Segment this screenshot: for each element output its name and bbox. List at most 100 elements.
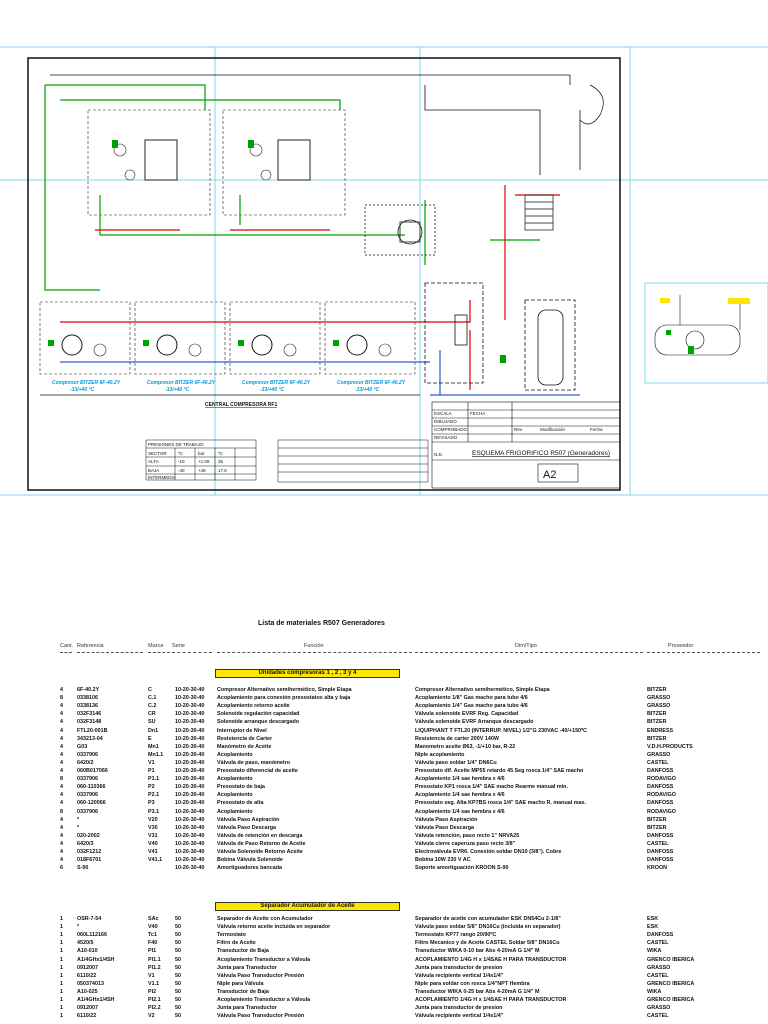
brand-cell: C.1	[148, 695, 157, 702]
qty-cell: 4	[60, 719, 63, 726]
series-cell: 50	[175, 948, 181, 955]
supplier-cell: BITZER	[647, 687, 667, 693]
reference-cell: FTL20-001B	[77, 727, 108, 734]
brand-cell: CR	[148, 711, 156, 718]
compressor-captions: Compresor BITZER 6F-40.2Y Compresor BITZ…	[52, 380, 406, 393]
compressor-label-2: Compresor BITZER 6F-40.2Y	[147, 380, 216, 386]
dimension-cell: Acoplamiento 1/4 sae hembra x 4/6	[415, 776, 505, 783]
reference-cell: 0912007	[77, 964, 98, 971]
function-cell: Amortiguadores bancada	[217, 865, 283, 872]
supplier-cell: GRASSO	[647, 703, 671, 710]
dimension-cell: ACOPLAMIENTO 1/4G H x 1/4SAE H PARA TRAN…	[415, 956, 567, 963]
qty-cell: 1	[60, 988, 63, 995]
function-cell: Acoplamiento	[217, 808, 253, 815]
brand-cell: F40	[148, 940, 158, 947]
dimension-cell: Presostato dif. Aceite MP55 retardo 45 S…	[415, 768, 584, 774]
qty-cell: 4	[60, 816, 63, 823]
section-header-compressors: Unidades compresoras 1 , 2 , 3 y 4	[215, 669, 400, 678]
black-pipes	[40, 74, 581, 396]
detail-drawing	[654, 295, 741, 356]
qty-cell: 4	[60, 703, 63, 710]
dimension-cell: Válvula solenoide EVRF Reg. Capacidad	[415, 711, 519, 718]
field-fecha: FECHA	[470, 411, 485, 416]
rev-col-rev: Rev.	[514, 427, 523, 432]
brand-cell: P3	[148, 800, 155, 807]
green-pipes	[44, 84, 540, 291]
compressor-sublabel-4: -33/+40 °C	[355, 387, 379, 393]
series-cell: 50	[175, 916, 181, 922]
dimension-cell: Niple acoplamiento	[415, 751, 465, 758]
drawing-main-title: ESQUEMA FRIGORIFICO R507 (Generadores)	[472, 450, 610, 457]
supplier-cell: GRASSO	[647, 1005, 671, 1012]
brand-cell: PI1	[148, 948, 157, 955]
reference-cell: A10-010	[77, 948, 98, 955]
supplier-cell: BITZER	[647, 816, 667, 823]
series-cell: 10-20-30-40	[175, 759, 205, 766]
brand-cell: P2	[148, 784, 155, 791]
function-cell: Válvula Paso Descarga	[217, 824, 277, 831]
brand-cell: V40	[148, 840, 158, 847]
qty-cell: 1	[60, 948, 63, 955]
supplier-cell: KROON	[647, 865, 668, 872]
reference-cell: 050374013	[77, 980, 104, 987]
qty-cell: 8	[60, 695, 63, 702]
brand-cell: SAc	[148, 916, 159, 922]
rev-col-mod: Modificación	[540, 427, 566, 432]
supplier-cell: DANFOSS	[647, 832, 674, 839]
brand-cell: V1	[148, 972, 155, 979]
qty-cell: 8	[60, 808, 63, 815]
series-cell: 10-20-30-40	[175, 711, 205, 718]
pressure-row-alta: ALTA	[148, 459, 159, 464]
reference-cell: 6F-40.2Y	[77, 687, 100, 693]
series-cell: 50	[175, 924, 181, 931]
pressure-cell: +48	[198, 468, 206, 473]
series-cell: 50	[175, 956, 181, 963]
dimension-cell: Junta para transductor de presion	[415, 1005, 503, 1012]
dimension-cell: Electroválvula EVR6. Conexión soldar DN1…	[415, 849, 562, 855]
reference-cell: 018F6701	[77, 857, 102, 864]
detail-green-markers	[666, 330, 694, 354]
supplier-cell: WIKA	[647, 948, 662, 955]
reference-cell: 343213-04	[77, 735, 103, 742]
col-header-marca: Marca	[148, 643, 164, 649]
function-cell: Niple para Válvula	[217, 980, 264, 987]
qty-cell: 4	[60, 824, 63, 831]
qty-cell: 4	[60, 792, 63, 799]
brand-cell: PI2.2	[148, 1005, 161, 1012]
field-dibujado: DIBUJADO	[434, 419, 457, 424]
dimension-cell: Junta para transductor de presion	[415, 964, 503, 971]
compressor-label-1: Compresor BITZER 6F-40.2Y	[52, 380, 121, 386]
bom-title: Lista de materiales R507 Generadores	[258, 620, 385, 627]
dimension-cell: Válvula recipiente vertical 1/4x1/4"	[415, 972, 504, 979]
function-cell: Separador de Aceite con Acumulador	[217, 916, 313, 922]
series-cell: 50	[175, 932, 181, 939]
series-cell: 10-20-30-40	[175, 808, 205, 815]
compressor-sublabel-1: -33/+40 °C	[70, 387, 94, 393]
supplier-cell: DANFOSS	[647, 857, 674, 864]
function-cell: Válvula Paso Aspiración	[217, 816, 280, 823]
series-cell: 10-20-30-40	[175, 776, 205, 783]
series-cell: 10-20-30-40	[175, 865, 205, 872]
reference-cell: 060B017066	[77, 768, 108, 774]
qty-cell: 4	[60, 800, 63, 807]
pressure-cell: -40	[178, 468, 185, 473]
series-cell: 50	[175, 980, 181, 987]
field-escala: ESCALA	[434, 411, 452, 416]
supplier-cell: RODAVIGO	[647, 808, 676, 815]
series-cell: 10-20-30-40	[175, 727, 205, 734]
function-cell: Válvula retorno aceite incluida en separ…	[217, 924, 331, 931]
supplier-cell: RODAVIGO	[647, 792, 676, 799]
qty-cell: 4	[60, 857, 63, 864]
reference-cell: 0912007	[77, 1005, 98, 1012]
